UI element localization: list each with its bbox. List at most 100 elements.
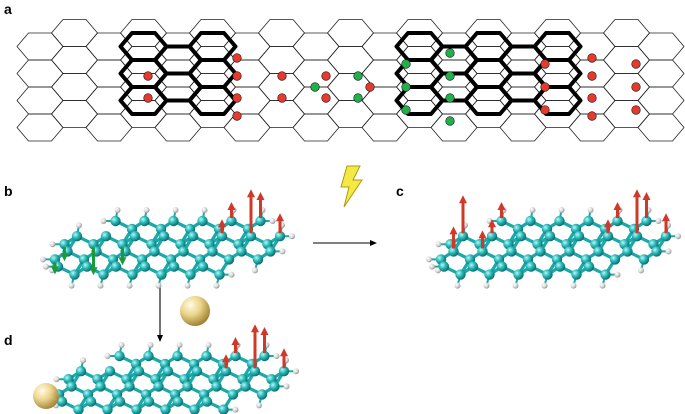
red-site <box>540 82 550 92</box>
carbon-atom <box>158 231 170 242</box>
carbon-atom <box>100 231 112 242</box>
carbon-atom <box>600 269 611 280</box>
hexagon-cell <box>120 100 167 128</box>
carbon-atom <box>218 404 229 414</box>
hexagon-cell <box>223 59 271 88</box>
carbon-atom <box>71 231 83 242</box>
spin-up-arrow <box>247 189 255 234</box>
green-site <box>445 93 455 103</box>
red-site <box>365 82 375 92</box>
red-site <box>631 59 641 69</box>
carbon-atom <box>255 215 266 227</box>
carbon-atom <box>544 231 556 242</box>
green-site <box>445 71 455 81</box>
carbon-atom <box>95 381 106 392</box>
gold-adatom-sphere-icon <box>180 296 210 326</box>
hydrogen-atom <box>114 207 121 213</box>
hexagon-cell <box>153 71 203 103</box>
arrow-b-to-d <box>157 283 163 342</box>
carbon-atom <box>133 366 145 377</box>
red-site <box>587 93 597 103</box>
green-site <box>401 82 411 92</box>
bound-gold-adatom-icon <box>33 383 59 409</box>
hydrogen-atom <box>100 218 107 224</box>
carbon-atom <box>69 269 80 280</box>
carbon-atom <box>240 381 251 392</box>
spin-up-arrow <box>251 324 259 369</box>
carbon-atom <box>641 215 652 227</box>
green-site <box>445 48 455 58</box>
carbon-atom <box>189 404 200 414</box>
carbon-atom <box>513 269 524 280</box>
carbon-atom <box>525 215 536 227</box>
carbon-atom <box>265 246 276 257</box>
carbon-atom <box>496 261 508 272</box>
carbon-atom <box>477 246 488 257</box>
carbon-atom <box>542 269 553 280</box>
spin-up-arrow <box>633 189 641 234</box>
hexagon-cell <box>327 46 374 74</box>
hexagon-cell <box>361 32 409 61</box>
green-site <box>445 116 455 126</box>
hexagon-cell <box>51 100 98 128</box>
carbon-atom <box>81 261 93 272</box>
carbon-atom <box>191 366 203 377</box>
spin-up-arrow <box>478 230 487 249</box>
hydrogen-atom <box>155 282 162 289</box>
carbon-atom <box>182 381 193 392</box>
spin-down-arrow <box>51 262 59 275</box>
carbon-atom <box>172 350 183 362</box>
graphene-nanoribbon-lattice <box>16 19 685 142</box>
hydrogen-atom <box>665 248 672 255</box>
carbon-atom <box>139 215 150 227</box>
lightning-bolt-icon <box>340 165 363 208</box>
hydrogen-atom <box>558 207 565 213</box>
red-site <box>232 71 242 81</box>
spin-up-arrow <box>613 202 622 218</box>
carbon-atom <box>214 269 225 280</box>
carbon-atom <box>114 396 126 407</box>
hydrogen-atom <box>40 256 46 263</box>
hydrogen-atom <box>435 241 442 248</box>
spin-down-arrow <box>60 247 69 262</box>
spin-up-arrow <box>227 202 236 218</box>
hydrogen-atom <box>426 256 432 263</box>
carbon-atom <box>197 215 208 227</box>
carbon-atom <box>201 396 213 407</box>
hexagon-cell <box>361 113 409 142</box>
hexagon-cell <box>51 46 98 74</box>
red-site <box>321 71 331 81</box>
hydrogen-atom <box>147 342 154 348</box>
carbon-atom <box>110 215 121 227</box>
hydrogen-atom <box>104 353 111 359</box>
hexagon-cell <box>603 46 650 74</box>
hydrogen-atom <box>454 282 461 289</box>
carbon-atom <box>127 269 138 280</box>
hexagon-cell <box>327 100 374 128</box>
hydrogen-atom <box>638 267 644 274</box>
hydrogen-atom <box>256 402 262 409</box>
hexagon-cell <box>85 32 133 61</box>
hydrogen-atom <box>512 282 519 289</box>
spin-up-arrow <box>488 219 496 234</box>
carbon-atom <box>506 246 517 257</box>
hexagon-cell <box>85 59 133 88</box>
green-site <box>353 93 363 103</box>
hydrogen-atom <box>429 263 435 270</box>
carbon-atom <box>143 350 154 362</box>
hexagon-cell <box>465 100 512 128</box>
red-site <box>631 105 641 115</box>
spin-up-arrow <box>260 327 269 353</box>
carbon-atom <box>211 381 222 392</box>
carbon-atom <box>227 389 239 400</box>
green-site <box>401 105 411 115</box>
hydrogen-atom <box>675 233 681 240</box>
carbon-atom <box>609 254 621 265</box>
carbon-atom <box>622 246 633 257</box>
carbon-atom <box>172 396 184 407</box>
carbon-atom <box>259 350 270 362</box>
hydrogen-atom <box>232 406 239 413</box>
hydrogen-atom <box>614 271 621 278</box>
hydrogen-atom <box>228 271 235 278</box>
